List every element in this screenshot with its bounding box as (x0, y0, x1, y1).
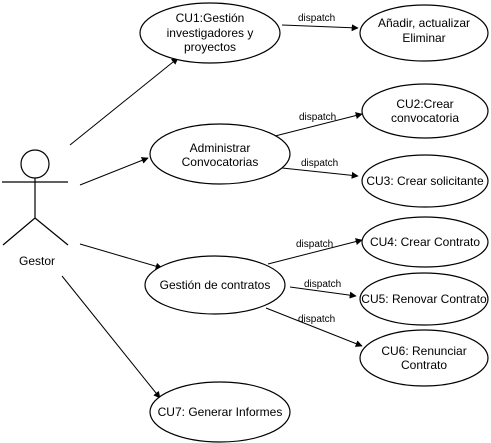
cu1-label-line2: investigadores y (167, 26, 254, 40)
dispatch-label-5: dispatch (304, 279, 341, 290)
use-case-contracts[interactable] (144, 255, 286, 315)
cu5-label: CU5: Renovar Contrato (361, 292, 487, 306)
use-case-cu2[interactable] (361, 83, 489, 139)
cu1-label-line3: proyectos (184, 40, 236, 54)
dispatch-cu1-add (281, 24, 359, 32)
use-case-cu5[interactable] (359, 272, 489, 326)
dispatch-label-4: dispatch (296, 239, 333, 250)
assoc-contracts (79, 243, 163, 270)
admin-conv-label-line1: Administrar (190, 141, 251, 155)
actor-head (20, 149, 50, 179)
use-case-cu4[interactable] (361, 216, 489, 268)
dispatch-label-6: dispatch (298, 314, 335, 325)
use-case-cu3[interactable] (361, 154, 489, 208)
dispatch-label-2: dispatch (299, 112, 336, 123)
actor-leg-left (2, 217, 36, 246)
cu1-label-line1: CU1:Gestión (176, 11, 245, 25)
actor-label: Gestor (19, 254, 55, 268)
cu6-label-line2: Contrato (401, 358, 447, 372)
admin-conv-label-line2: Convocatorias (182, 155, 259, 169)
contracts-label: Gestión de contratos (160, 278, 271, 292)
actor-gestor (2, 149, 69, 246)
add-label-line1: Añadir, actualizar (378, 16, 470, 30)
dispatch-contracts-cu4 (267, 238, 363, 265)
cu7-label: CU7: Generar Informes (158, 405, 283, 419)
dispatch-conv-cu3 (281, 167, 359, 179)
cu2-label-line1: CU2:Crear (396, 97, 453, 111)
dispatch-label-1: dispatch (298, 13, 335, 24)
dispatch-contracts-cu6 (265, 307, 363, 347)
cu6-label-line1: CU6: Renunciar (381, 344, 466, 358)
actor-leg-right (34, 217, 69, 246)
use-case-cu7[interactable] (149, 381, 291, 443)
cu3-label: CU3: Crear solicitante (366, 174, 484, 188)
use-case-cu6[interactable] (359, 329, 489, 387)
use-case-add[interactable] (359, 4, 489, 62)
add-label-line2: Eliminar (402, 31, 445, 45)
dispatch-label-3: dispatch (301, 158, 338, 169)
cu2-label-line2: convocatoria (391, 111, 459, 125)
cu4-label: CU4: Crear Contrato (370, 235, 480, 249)
assoc-cu7 (61, 275, 161, 399)
dispatch-conv-cu2 (274, 112, 363, 137)
use-case-admin-conv[interactable] (149, 123, 291, 185)
dispatch-contracts-cu5 (289, 286, 357, 299)
use-case-cu1[interactable] (139, 2, 281, 64)
assoc-cu1 (69, 57, 179, 146)
assoc-admin-conv (79, 157, 149, 186)
